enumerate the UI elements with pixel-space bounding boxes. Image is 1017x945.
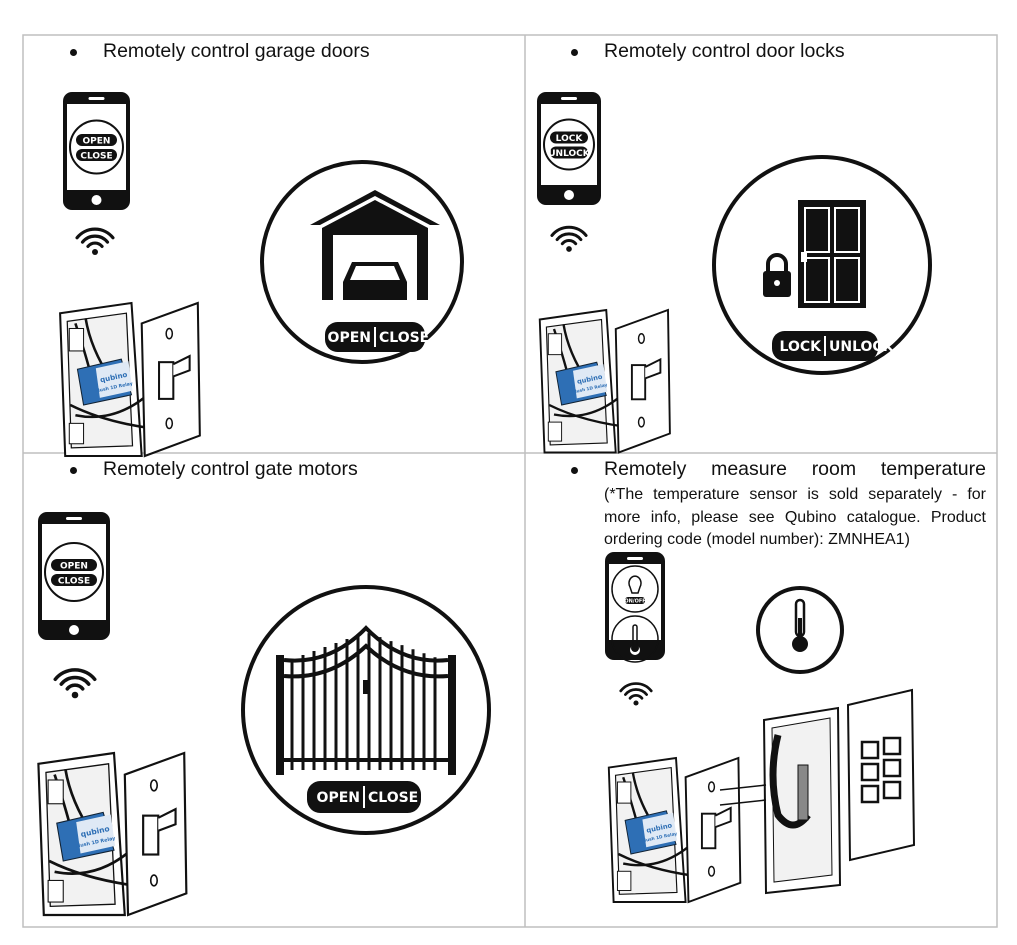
bullet [70,49,77,56]
keypad-button [860,740,880,760]
phone-button-label: CLOSE [80,152,112,162]
action-label-right: CLOSE [368,790,418,806]
keypad-button [882,780,902,800]
phone-button-label: UNLOCK [548,149,591,159]
phone-button [550,146,588,159]
connector [547,421,563,442]
temperature-button [611,615,659,663]
action-label: OPEN CLOSE [325,322,429,352]
phone-button [51,574,97,586]
garage-icon [310,190,440,300]
bulb-icon [628,575,642,594]
keypad-button [860,762,880,782]
keypad-button [882,736,902,756]
connector [616,870,632,891]
gate-circle [241,585,491,835]
screw [707,865,716,877]
door-icon [798,200,866,308]
screw [165,327,174,340]
wifi-icon [75,227,115,255]
wires [48,768,158,890]
sensor-wall-box [719,706,842,895]
connector [616,781,632,804]
thermometer-icon [792,598,808,652]
smartphone-icon: OPEN CLOSE [38,512,110,640]
connector [47,879,64,903]
phone-button [550,131,588,144]
keypad-button [860,784,880,804]
phone-button-label: LOCK [556,134,584,144]
table-grid [22,34,998,928]
padlock-icon [763,253,791,297]
screw [637,333,645,344]
connector [68,422,85,445]
phone-button [76,134,117,146]
toggle-switch [630,364,647,401]
smartphone-icon: LOCK UNLOCK [537,92,601,205]
gate-icon [276,625,456,775]
action-label: OPEN CLOSE [307,781,421,813]
wifi-icon [619,682,653,706]
screw [149,874,159,887]
bullet [70,467,77,474]
title-word: room [811,458,857,480]
wifi-icon [550,225,588,252]
smartphone-icon: ON/OFF [605,552,665,663]
action-label-left: OPEN [317,790,360,806]
phone-button-label: CLOSE [58,577,90,587]
action-label: LOCK UNLOCK [772,331,895,361]
toggle-switch [158,361,175,400]
cell-title-temperature: Remotely measure room temperature [604,458,986,481]
wires [69,318,173,432]
action-label-right: UNLOCK [829,339,895,355]
wires [548,324,645,430]
screw [637,416,645,428]
connector [547,333,563,356]
cell-title-gate: Remotely control gate motors [103,458,358,480]
temperature-sensor [797,764,809,821]
toggle-switch [142,814,160,856]
sensor-cable [769,734,811,829]
phone-button [76,149,117,161]
title-word: temperature [880,458,986,480]
phone-button-label: OPEN [60,562,88,572]
cell-title-locks: Remotely control door locks [604,40,845,62]
smartphone-icon: OPEN CLOSE [63,92,130,210]
connector [68,327,85,352]
on-off-label: ON/OFF [624,599,645,605]
connector [47,779,64,805]
keypad-button [882,758,902,778]
title-word: Remotely [604,458,687,480]
phone-button-label: OPEN [83,137,111,147]
title-word: measure [711,458,787,480]
action-label-left: OPEN [328,330,371,346]
keypad-plate [846,688,916,862]
action-label-right: CLOSE [379,330,429,346]
bullet [571,49,578,56]
cell-title-garage: Remotely control garage doors [103,40,370,62]
sensor-note: (*The temperature sensor is sold separat… [604,486,986,548]
wires [617,772,715,880]
toggle-switch [700,812,717,850]
bullet [571,467,578,474]
action-label-left: LOCK [780,339,823,355]
screw [165,417,174,430]
phone-button [51,559,97,571]
screw [707,781,716,793]
screw [149,779,159,792]
light-button [611,565,659,613]
wifi-icon [53,668,97,699]
